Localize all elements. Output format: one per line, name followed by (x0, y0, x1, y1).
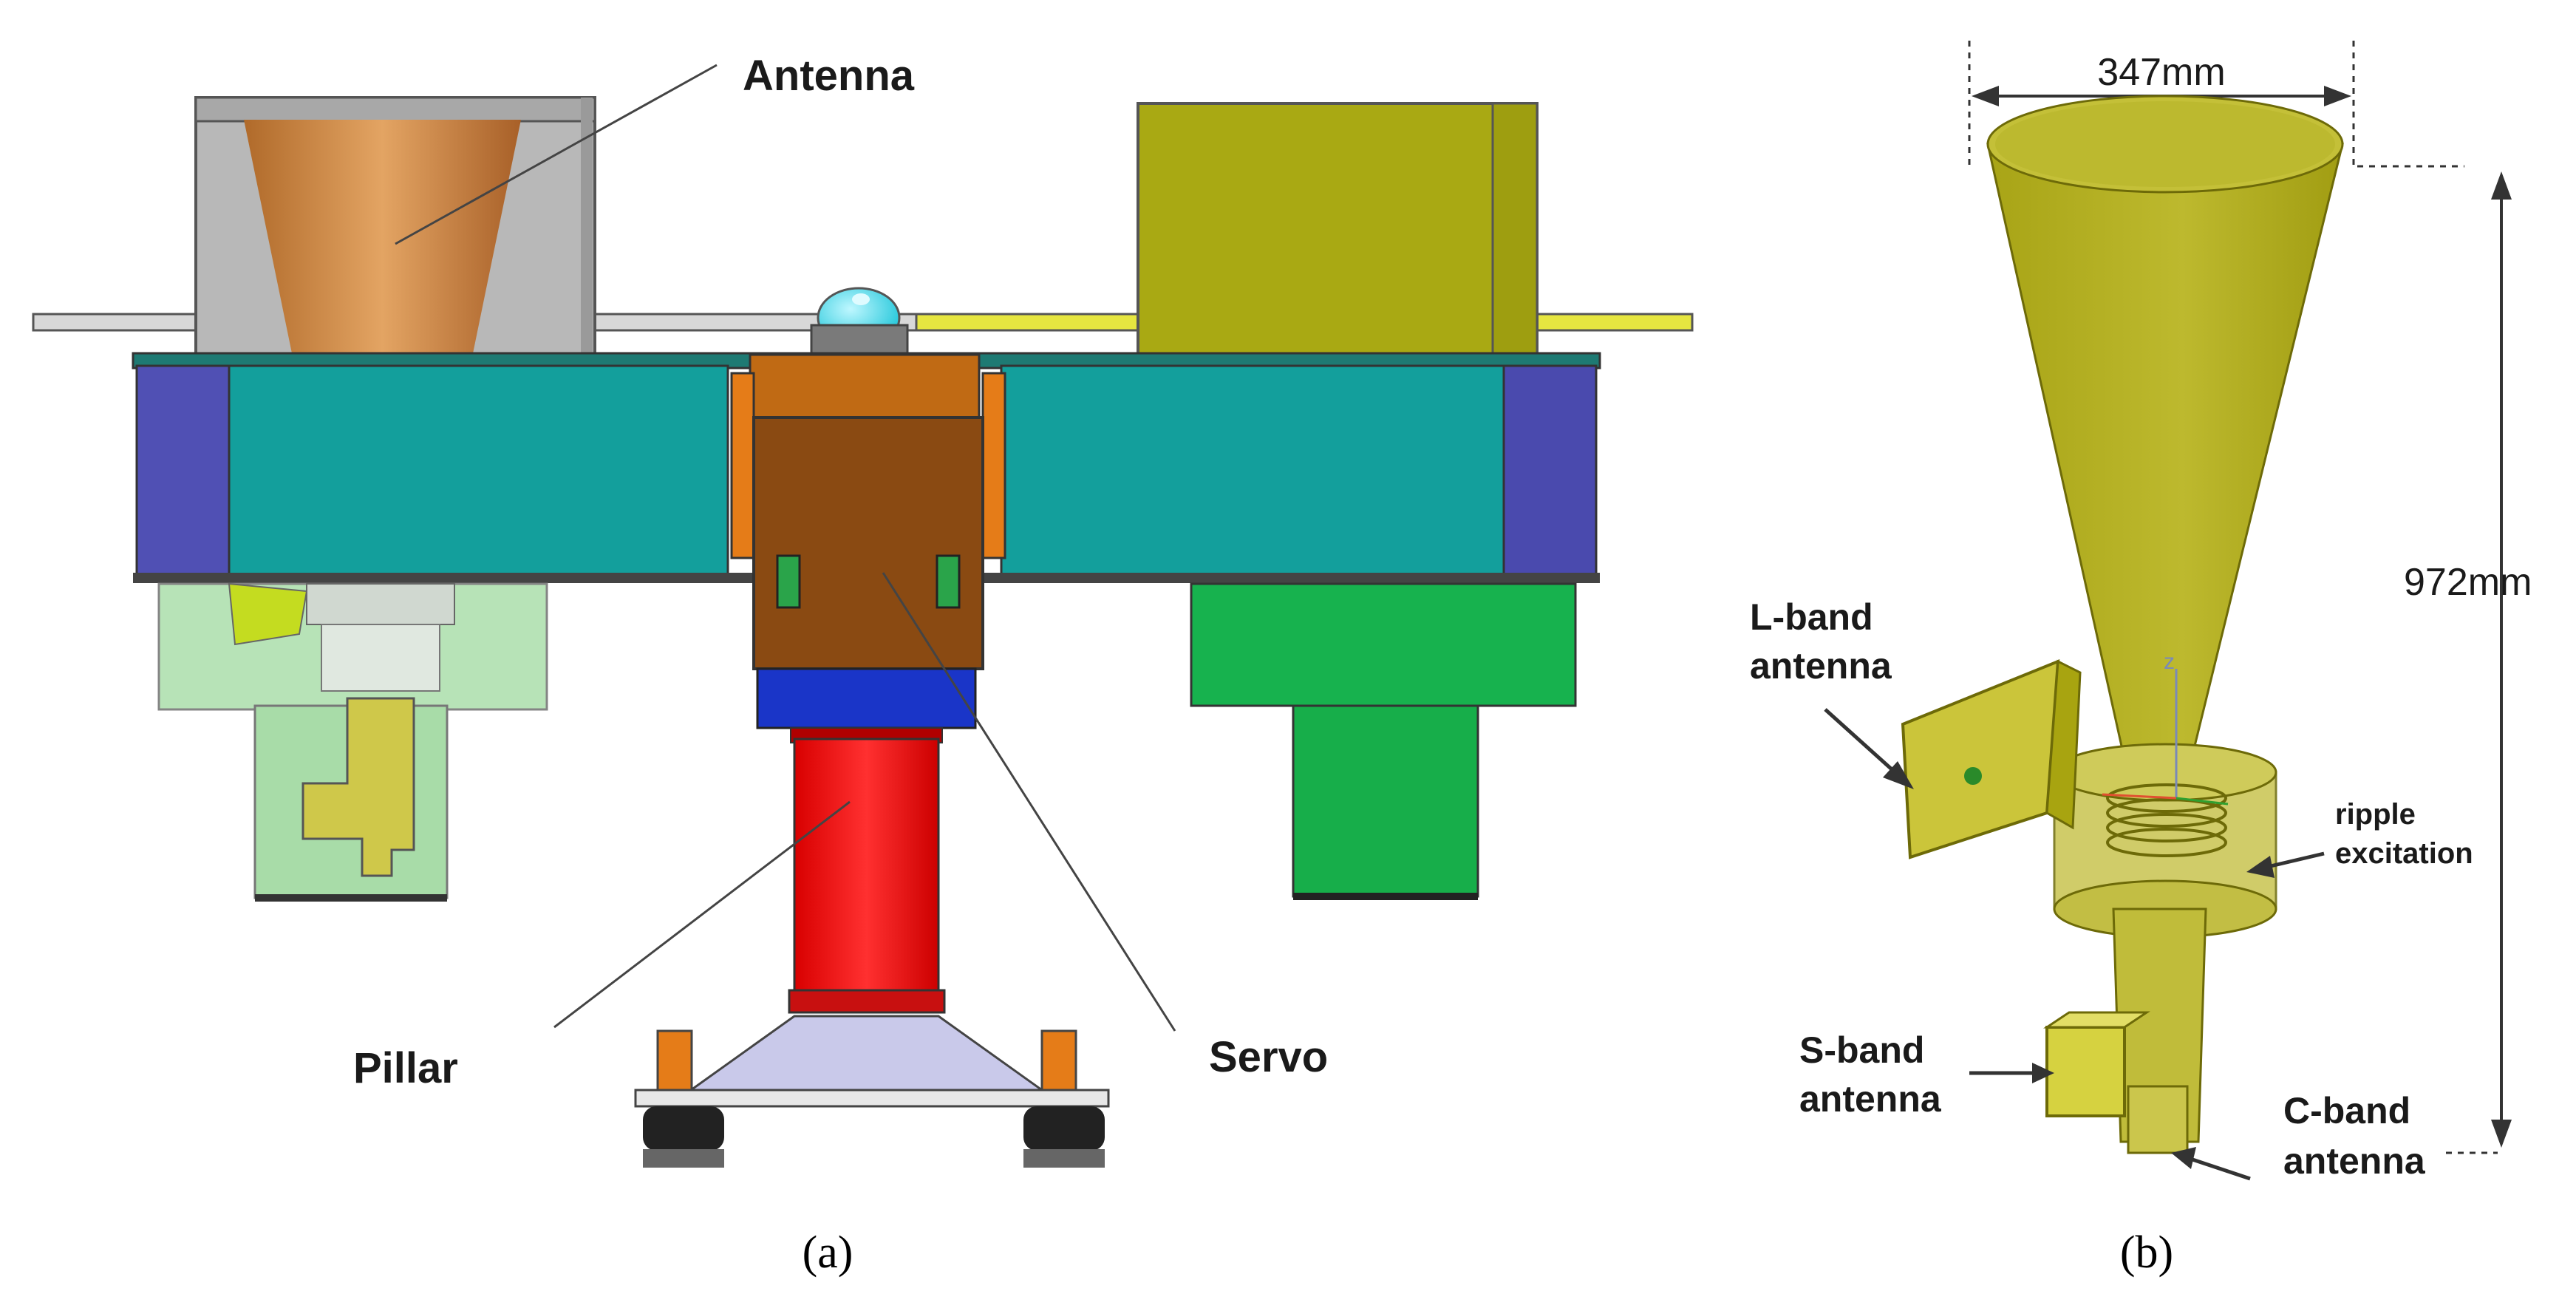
platform (132, 352, 1601, 583)
axis-z-label: z (2164, 650, 2175, 674)
servo-label: Servo (1209, 1033, 1328, 1081)
right-mount (1190, 582, 1577, 900)
c-band-label-1: C-band (2283, 1090, 2410, 1131)
s-band-label-1: S-band (1799, 1029, 1924, 1071)
ripple-label-2: excitation (2335, 837, 2473, 870)
pillar-leader (553, 800, 851, 1029)
height-dimension: 972mm (2404, 561, 2532, 604)
c-band-label-2: antenna (2283, 1140, 2426, 1182)
antenna-label: Antenna (743, 52, 915, 100)
width-dimension: 347mm (2097, 51, 2225, 94)
l-band-antenna-part (1901, 658, 2082, 859)
dome (810, 287, 909, 356)
panel-a: Antenna Pillar Servo (a) (32, 52, 1694, 1278)
servo (730, 353, 1006, 729)
caption-b: (b) (2120, 1227, 2173, 1278)
horn-antenna-a (244, 120, 521, 353)
ripple-excitation (2053, 743, 2277, 939)
antenna-enclosure (194, 96, 596, 356)
left-mount (157, 582, 548, 902)
s-band-label-2: antenna (1799, 1078, 1942, 1120)
servo-leader (882, 572, 1176, 1032)
panel-b: 347mm 972mm (1750, 41, 2532, 1278)
l-band-label-1: L-band (1750, 596, 1873, 638)
l-band-label-2: antenna (1750, 645, 1892, 687)
horn-antenna-b (1986, 95, 2344, 777)
pillar-label: Pillar (353, 1044, 458, 1092)
c-band-antenna-part (2112, 907, 2207, 1154)
base (634, 1015, 1110, 1168)
caption-a: (a) (803, 1227, 853, 1278)
antenna-leader (395, 64, 718, 245)
instrument-box (1137, 102, 1539, 356)
pillar (788, 727, 946, 1014)
ripple-label-1: ripple (2335, 798, 2416, 831)
